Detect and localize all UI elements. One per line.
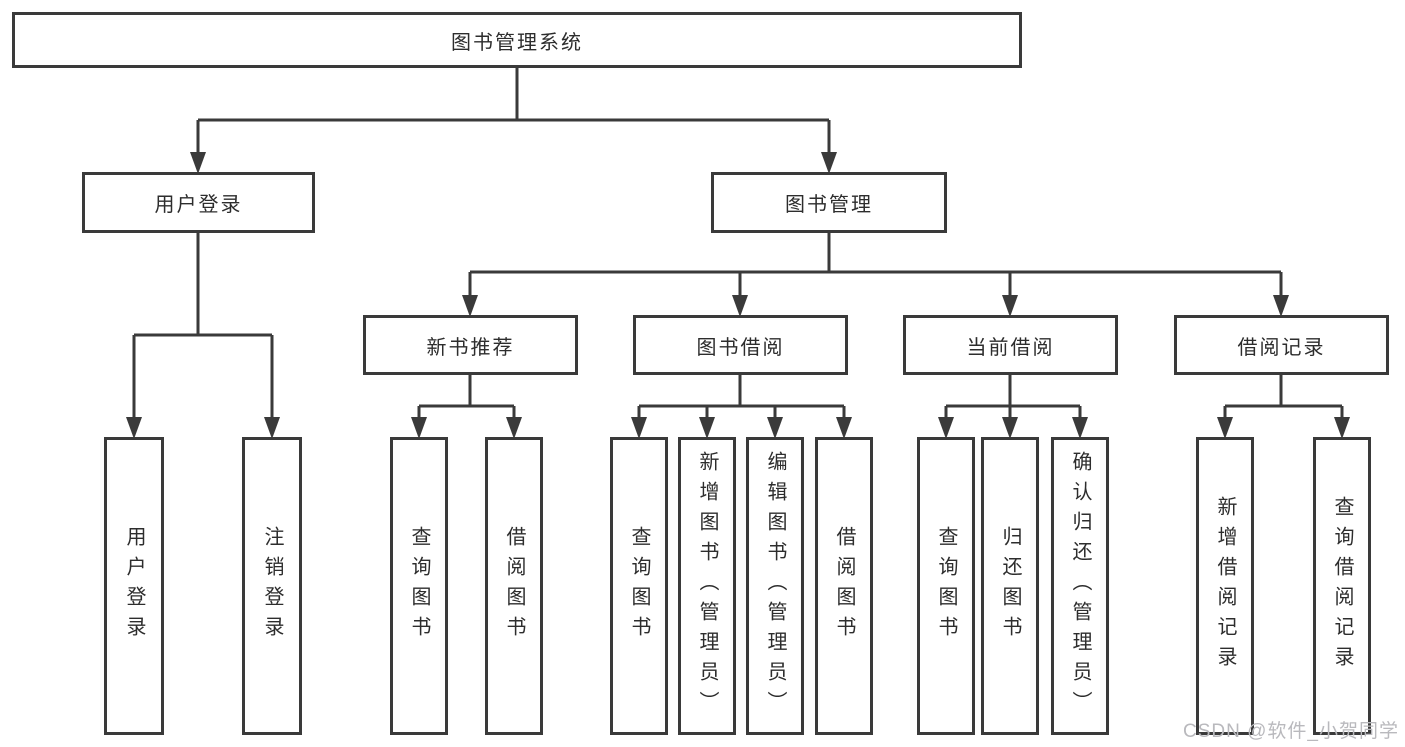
arrow-stem [1223, 406, 1344, 421]
leaf-label: 查询图书 [935, 526, 957, 646]
node-new-book-recommend: 新书推荐 [363, 315, 578, 375]
arrowhead [699, 417, 715, 439]
node-borrowing-records: 借阅记录 [1174, 315, 1389, 375]
leaf-label: 借阅图书 [503, 526, 525, 646]
leaf-user-login: 用户登录 [104, 437, 164, 735]
node-root: 图书管理系统 [12, 12, 1022, 68]
node-current-borrowing-label: 当前借阅 [966, 336, 1055, 359]
arrowhead [190, 152, 206, 174]
arrowhead [836, 417, 852, 439]
leaf-query-borrow-record: 查询借阅记录 [1313, 437, 1371, 735]
arrowhead [767, 417, 783, 439]
arrowhead [1334, 417, 1350, 439]
leaf-query-books-recommend: 查询图书 [390, 437, 448, 735]
arrow-stem [637, 406, 846, 421]
connector-borrow-record [1225, 375, 1342, 408]
leaf-label: 查询图书 [628, 526, 650, 646]
connector-root [198, 68, 829, 122]
leaf-label: 新增图书（管理员） [696, 451, 718, 721]
leaf-add-books-admin: 新增图书（管理员） [678, 437, 736, 735]
leaf-label: 查询借阅记录 [1331, 496, 1353, 676]
leaf-label: 查询图书 [408, 526, 430, 646]
arrowhead [732, 295, 748, 317]
arrowhead [631, 417, 647, 439]
leaf-user-login-label: 用户登录 [123, 526, 145, 646]
leaf-return-books: 归还图书 [981, 437, 1039, 735]
leaf-borrow-books: 借阅图书 [815, 437, 873, 735]
arrowhead [821, 152, 837, 174]
leaf-confirm-return-admin: 确认归还（管理员） [1051, 437, 1109, 735]
leaf-label: 新增借阅记录 [1214, 496, 1236, 676]
node-current-borrowing: 当前借阅 [903, 315, 1118, 375]
leaf-add-borrow-record: 新增借阅记录 [1196, 437, 1254, 735]
leaf-logout-label: 注销登录 [261, 526, 283, 646]
connector-lines [132, 68, 1344, 421]
arrowhead [506, 417, 522, 439]
arrowhead [126, 417, 142, 439]
leaf-label: 编辑图书（管理员） [764, 451, 786, 721]
node-book-borrowing: 图书借阅 [633, 315, 848, 375]
node-book-management-label: 图书管理 [785, 194, 873, 216]
leaf-label: 确认归还（管理员） [1069, 451, 1091, 721]
node-root-label: 图书管理系统 [451, 31, 583, 54]
arrowheads [126, 152, 1350, 439]
node-book-management: 图书管理 [711, 172, 947, 233]
arrowhead [938, 417, 954, 439]
leaf-label: 借阅图书 [833, 526, 855, 646]
leaf-query-books-current: 查询图书 [917, 437, 975, 735]
arrowhead [1072, 417, 1088, 439]
node-new-book-recommend-label: 新书推荐 [426, 336, 515, 359]
node-user-login: 用户登录 [82, 172, 315, 233]
arrowhead [462, 295, 478, 317]
arrowhead [1002, 417, 1018, 439]
connector-book-borrow [639, 375, 844, 408]
leaf-borrow-books-recommend: 借阅图书 [485, 437, 543, 735]
connector-new-book [419, 375, 514, 408]
arrowhead [411, 417, 427, 439]
leaf-edit-books-admin: 编辑图书（管理员） [746, 437, 804, 735]
node-user-login-label: 用户登录 [154, 194, 243, 216]
arrowhead [264, 417, 280, 439]
connector-user-login [134, 233, 272, 337]
arrowhead [1273, 295, 1289, 317]
leaf-query-books-borrow: 查询图书 [610, 437, 668, 735]
node-book-borrowing-label: 图书借阅 [696, 336, 785, 359]
arrowhead [1217, 417, 1233, 439]
arrowhead [1002, 295, 1018, 317]
connector-book-management [470, 233, 1281, 274]
leaf-logout: 注销登录 [242, 437, 302, 735]
leaf-label: 归还图书 [999, 526, 1021, 646]
node-borrowing-records-label: 借阅记录 [1237, 336, 1326, 359]
csdn-watermark: CSDN @软件_小贺同学 [1183, 721, 1399, 742]
connector-current-borrow [946, 375, 1080, 408]
arrow-stem [417, 406, 516, 421]
